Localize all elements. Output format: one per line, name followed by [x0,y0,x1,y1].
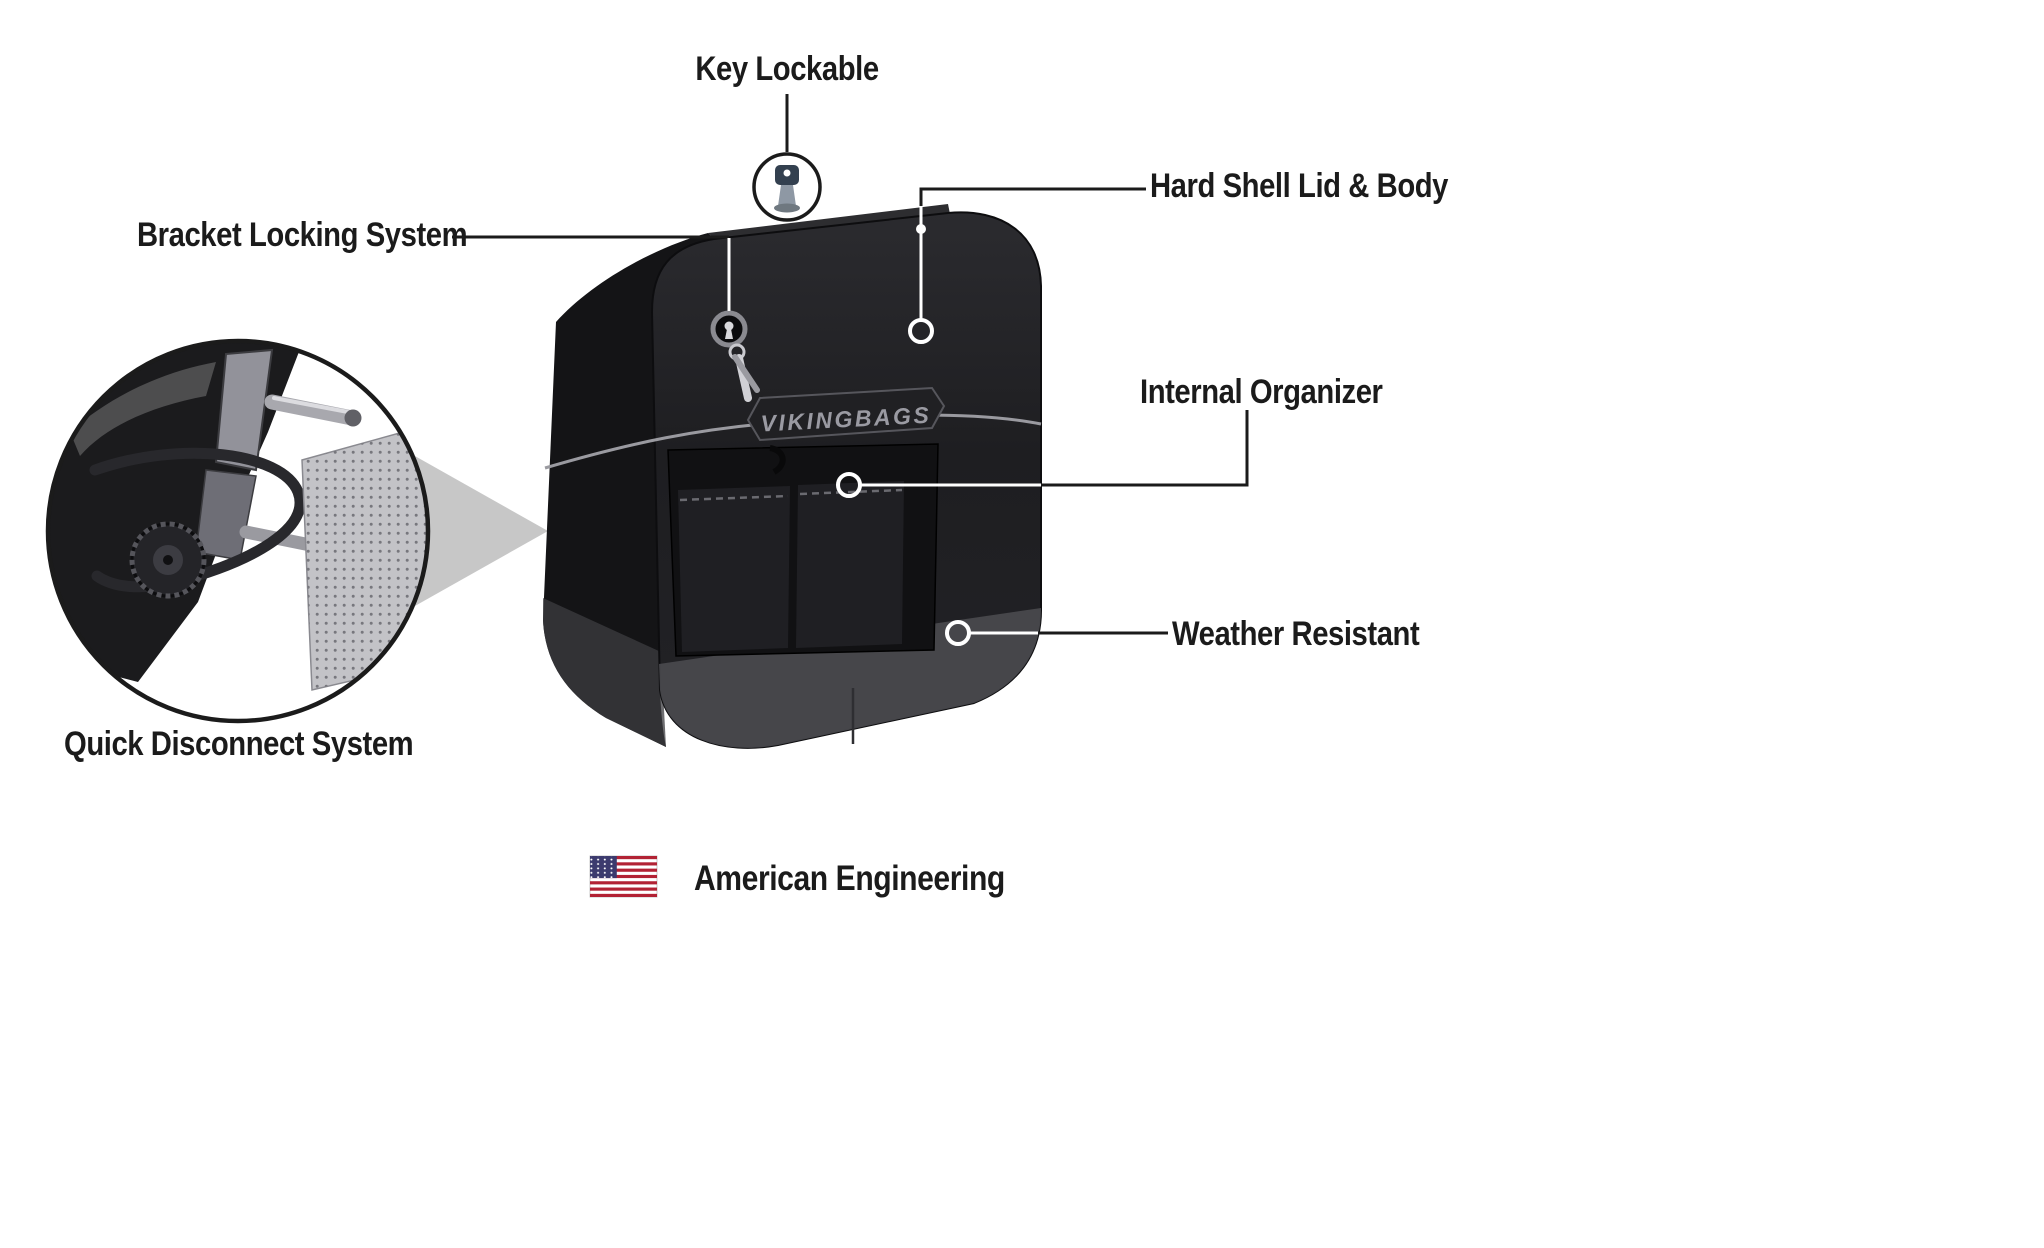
organizer-hook [769,445,786,475]
caption-american-engineering: American Engineering [694,859,1005,898]
key-icon [752,152,822,222]
inset-bracket-plate [214,348,274,472]
us-flag-icon [589,855,658,898]
inset-knob-knurl [129,521,207,599]
pocket-left-stitching [679,494,789,502]
hard-shell-edge-dot [916,224,926,234]
callout-bracket-locking-system: Bracket Locking System [137,216,468,254]
callout-hard-shell-lid-body: Hard Shell Lid & Body [1150,167,1449,205]
keyhole-lock-icon [710,310,760,402]
keyhole-top [724,321,734,331]
quick-disconnect-inset [45,338,431,724]
vikingbags-logo-plate: VIKINGBAGS [746,386,946,442]
key-stem [778,185,796,206]
callout-key-lockable: Key Lockable [695,50,879,88]
bag-top-face [708,204,950,240]
bag-side-bottom-band [543,598,666,747]
inset-peg-top-highlight [272,396,350,414]
inset-peg-top-cap [344,409,362,427]
weather-resistant-marker [945,620,971,646]
callout-weather-resistant: Weather Resistant [1172,615,1420,653]
inset-mounting-peg-top [264,394,360,426]
pocket-right-stitching [799,488,903,496]
key-base [774,203,800,213]
organizer-pocket-right [796,481,904,648]
key-head-hole [783,169,791,177]
hanging-key-2 [732,354,760,393]
internal-organizer-marker [836,472,862,498]
callout-quick-disconnect-system: Quick Disconnect System [64,725,414,763]
inset-bag-highlight [70,362,216,456]
flag-stripes [590,856,657,897]
callout-internal-organizer: Internal Organizer [1140,373,1383,411]
logo-plate-shape [746,386,946,442]
inset-circle-border [45,338,431,724]
internal-organizer-compartment [667,443,939,657]
inset-knob-center [163,555,173,565]
keyhole-slot [725,329,733,339]
bag-bottom-band [659,608,1041,748]
callout-lines [452,94,1249,646]
hard-shell-marker [908,318,934,344]
flag-stars [590,856,617,879]
saddlebag-illustration: VIKINGBAGS [543,204,1042,749]
inset-perforation-dots [302,424,427,690]
organizer-pocket-left [678,486,790,652]
internal-organizer-line [1041,410,1249,487]
hard-shell-line [919,187,1146,206]
